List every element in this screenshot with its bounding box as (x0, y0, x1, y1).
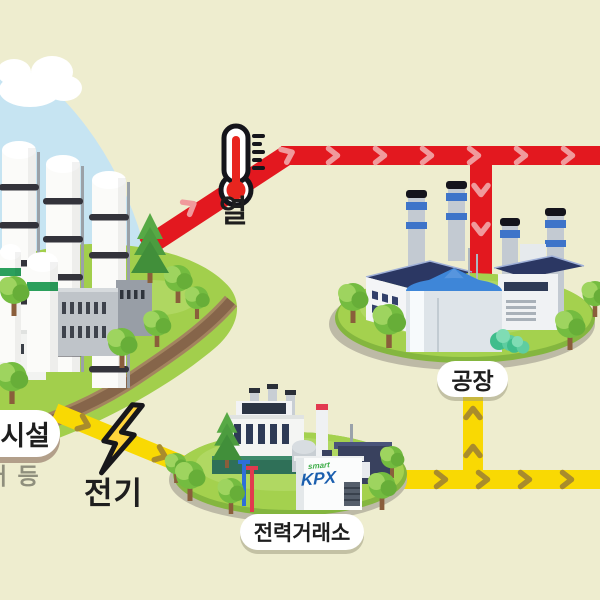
thermometer-icon (218, 123, 265, 208)
power-exchange-label-pill: 전력거래소 (240, 514, 364, 550)
heat-pipe (139, 146, 600, 286)
kpx-buildings (212, 384, 392, 512)
facility-label-pill: 시설 (0, 410, 60, 457)
facility-label: 시설 (0, 421, 50, 451)
electricity-label: 전기 (84, 476, 144, 511)
facility-note-label: 러 등 (0, 463, 41, 489)
cloud-icon (0, 56, 82, 107)
factory-label-pill: 공장 (437, 361, 508, 397)
factory-label: 공장 (451, 368, 494, 394)
power-exchange-label: 전력거래소 (253, 522, 351, 545)
heat-label: 열 (219, 194, 248, 229)
heat-storage-tanks (0, 244, 58, 372)
lightning-bolt-icon (99, 402, 145, 476)
